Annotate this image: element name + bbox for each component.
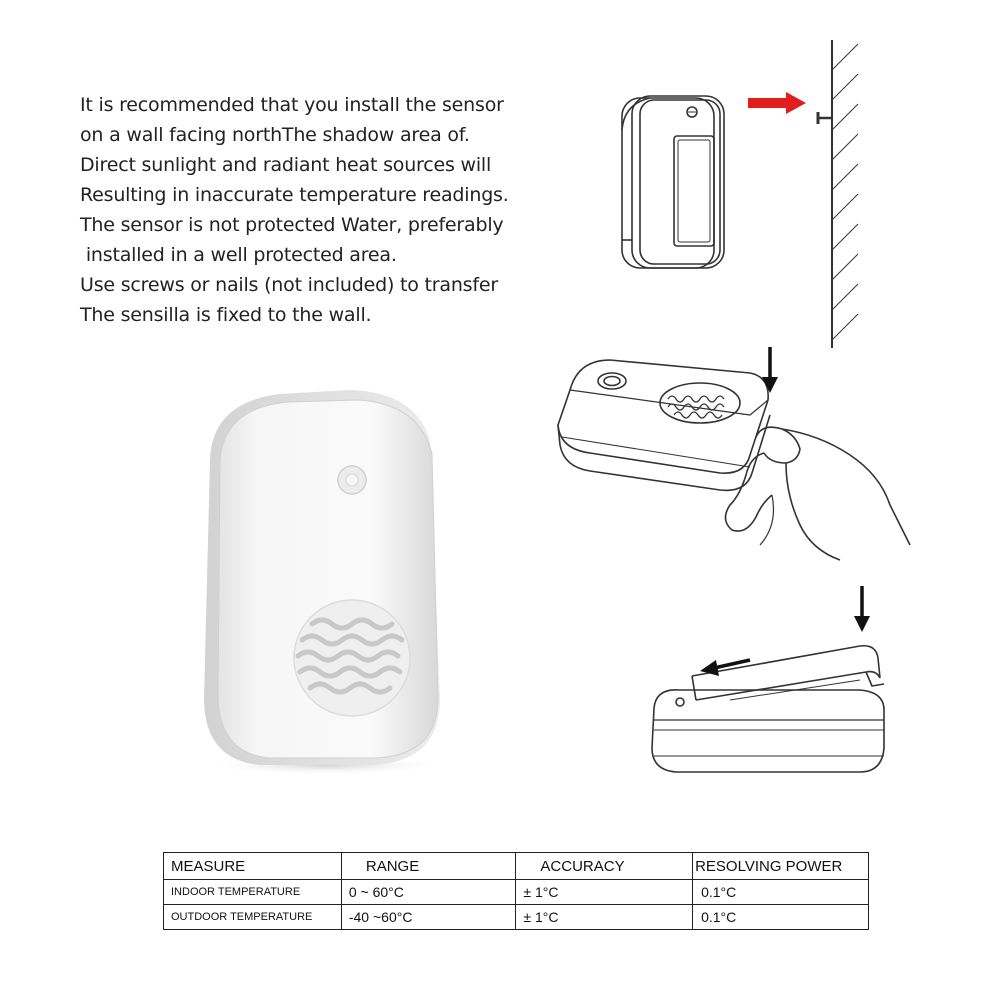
header-accuracy: ACCURACY xyxy=(515,852,694,880)
battery-cover-slide-illustration xyxy=(651,586,885,773)
header-range: RANGE xyxy=(340,852,517,880)
down-arrow-icon xyxy=(854,586,870,632)
specification-table: MEASURE RANGE ACCURACY RESOLVING POWER I… xyxy=(163,852,869,930)
table-header-row: MEASURE RANGE ACCURACY RESOLVING POWER xyxy=(163,852,869,880)
instruction-line: on a wall facing northThe shadow area of… xyxy=(80,124,470,146)
instruction-line: It is recommended that you install the s… xyxy=(80,94,504,116)
header-measure: MEASURE xyxy=(163,852,342,880)
cell-measure: INDOOR TEMPERATURE xyxy=(163,879,342,905)
header-resolving-power: RESOLVING POWER xyxy=(692,852,869,880)
instruction-line: Direct sunlight and radiant heat sources… xyxy=(80,154,492,176)
sensor-product-photo xyxy=(204,390,445,775)
sensor-button-icon xyxy=(337,465,367,495)
instruction-line: installed in a well protected area. xyxy=(80,244,397,266)
cell-range: 0 ~ 60°C xyxy=(340,879,517,905)
instruction-line: The sensilla is fixed to the wall. xyxy=(80,304,372,326)
installation-instructions: It is recommended that you install the s… xyxy=(80,90,570,330)
cell-accuracy: ± 1°C xyxy=(515,904,694,930)
down-arrow-icon xyxy=(762,347,778,393)
red-arrow-icon xyxy=(748,92,806,114)
cell-resolving-power: 0.1°C xyxy=(692,879,869,905)
speaker-grille-icon xyxy=(293,599,411,717)
wall-mount-illustration xyxy=(621,40,859,348)
cell-resolving-power: 0.1°C xyxy=(692,904,869,930)
cell-accuracy: ± 1°C xyxy=(515,879,694,905)
cell-range: -40 ~60°C xyxy=(340,904,517,930)
left-arrow-icon xyxy=(700,658,751,676)
table-row: OUTDOOR TEMPERATURE -40 ~60°C ± 1°C 0.1°… xyxy=(163,904,869,930)
instruction-line: The sensor is not protected Water, prefe… xyxy=(80,214,504,236)
battery-cover-press-illustration xyxy=(557,347,911,561)
instruction-line: Resulting in inaccurate temperature read… xyxy=(80,184,509,206)
table-row: INDOOR TEMPERATURE 0 ~ 60°C ± 1°C 0.1°C xyxy=(163,879,869,905)
instruction-line: Use screws or nails (not included) to tr… xyxy=(80,274,498,296)
cell-measure: OUTDOOR TEMPERATURE xyxy=(163,904,342,930)
